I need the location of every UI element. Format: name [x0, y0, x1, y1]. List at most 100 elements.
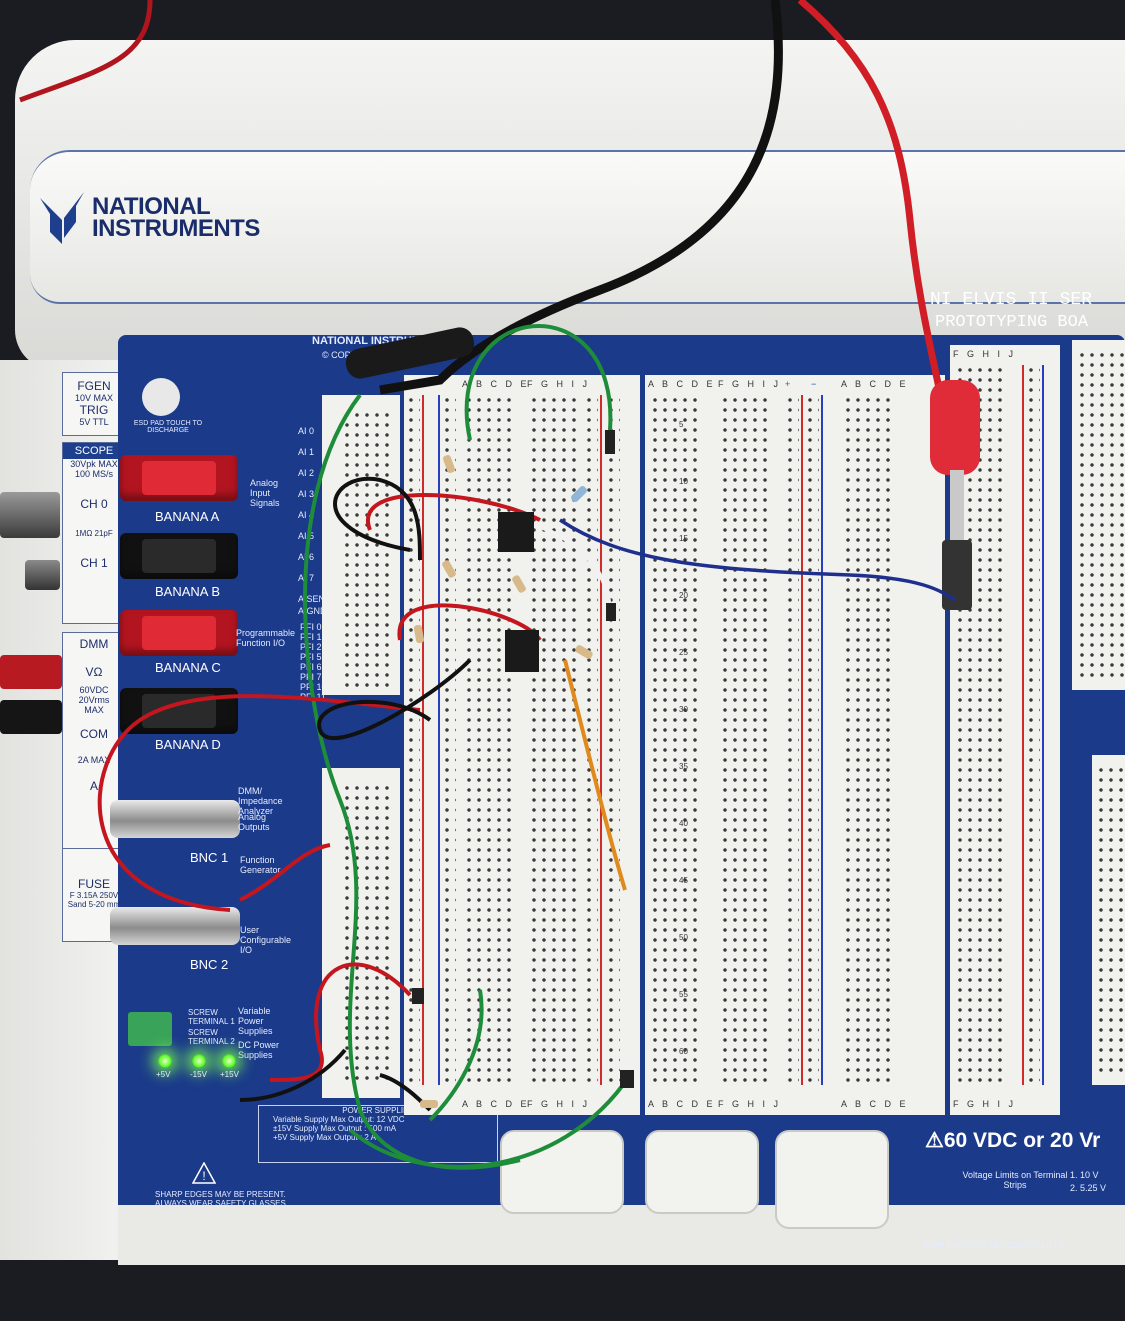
row-number: 50 — [679, 933, 688, 942]
row-number: 45 — [679, 876, 688, 885]
com-label: COM — [80, 727, 108, 741]
scope-label: SCOPE — [63, 443, 125, 459]
amp-label: A — [89, 779, 98, 793]
trig-spec: 5V TTL — [79, 417, 109, 427]
banana-d-jack[interactable] — [120, 688, 238, 734]
limit1-label: 1. 10 V — [1070, 1170, 1099, 1180]
breadboard-middle[interactable]: A B C D E F G H I J A B C D E A B C D E … — [645, 375, 945, 1115]
patents-label: FOR PATENTS:NI.COM/PATENTS — [925, 1240, 1065, 1250]
scope-spec2: 100 MS/s — [74, 469, 114, 479]
bnc2-label: BNC 2 — [190, 957, 229, 972]
function-generator-label: Function Generator — [240, 855, 281, 875]
variable-power-label: Variable Power Supplies — [238, 1006, 273, 1036]
analog-input-label: Analog Input Signals — [250, 478, 280, 508]
banana-c-label: BANANA C — [155, 660, 221, 675]
breadboard-far-right-lower[interactable] — [1092, 755, 1125, 1085]
col-header-fghij: F G H I J — [953, 349, 1016, 359]
row-number: 35 — [679, 762, 688, 771]
dmm-black-lead — [0, 700, 62, 734]
dmm-vohm: VΩ — [85, 665, 103, 679]
warning-triangle-icon: ! — [191, 1161, 217, 1189]
dmm-label: DMM — [79, 637, 109, 651]
high-voltage-warning: ⚠60 VDC or 20 Vr — [925, 1128, 1100, 1153]
programmable-io-label: Programmable Function I/O — [236, 628, 296, 648]
banana-a-jack[interactable] — [120, 455, 238, 501]
row-number: 10 — [679, 477, 688, 486]
led-label: +15V — [220, 1070, 239, 1079]
ch1-label: CH 1 — [80, 556, 108, 570]
banana-c-jack[interactable] — [120, 610, 238, 656]
user-configurable-label: User Configurable I/O — [240, 925, 292, 955]
col-header-abcde: A B C D E — [462, 379, 530, 389]
minus-rail-label: − — [811, 379, 820, 389]
ch0-label: CH 0 — [80, 497, 108, 511]
board-base — [118, 1205, 1125, 1265]
col-header-fghij: F G H I J — [718, 379, 781, 389]
sharp-edges-warning: SHARP EDGES MAY BE PRESENT. ALWAYS WEAR … — [155, 1190, 289, 1208]
esd-pad[interactable] — [142, 378, 180, 416]
plus-rail-label: + — [785, 379, 794, 389]
banana-b-jack[interactable] — [120, 533, 238, 579]
logo-line1: NATIONAL — [92, 193, 211, 220]
board-copyright: © COPYRIGHT 2008 — [322, 350, 407, 360]
plus-rail-label: + — [408, 379, 417, 389]
col-header-abcde-bottom: A B C D E — [841, 1099, 909, 1109]
banana-d-label: BANANA D — [155, 737, 221, 752]
breadboard-far-right-upper[interactable] — [1072, 340, 1125, 690]
power-line3: +5V Supply Max Output : 2 A — [273, 1133, 376, 1142]
col-header-abcde-bottom: A B C D E — [648, 1099, 716, 1109]
bnc2-connector[interactable] — [110, 907, 240, 945]
board-mounting-slot — [775, 1130, 889, 1229]
voltage-limits-label: Voltage Limits on Terminal Strips — [962, 1170, 1068, 1190]
banana-a-label: BANANA A — [155, 509, 220, 524]
fgen-label: FGEN — [77, 379, 111, 393]
board-mounting-slot — [500, 1130, 624, 1214]
fgen-spec: 10V MAX — [74, 393, 114, 403]
scope-probe-ch0 — [0, 492, 60, 538]
col-header-fghij-bottom: F G H I J — [953, 1099, 1016, 1109]
svg-text:!: ! — [202, 1169, 205, 1183]
screw-terminal-block[interactable] — [128, 1012, 172, 1046]
screw-terminal-2-label: SCREW TERMINAL 2 — [188, 1028, 235, 1046]
prototyping-title: PROTOTYPING BOA — [935, 313, 1089, 332]
led-pos15v-indicator — [222, 1054, 236, 1068]
led-neg15v-indicator — [192, 1054, 206, 1068]
impedance-label: 1MΩ 21pF — [75, 529, 113, 538]
bnc1-connector[interactable] — [110, 800, 240, 838]
bnc1-label: BNC 1 — [190, 850, 229, 865]
board-mounting-slot — [645, 1130, 759, 1214]
terminal-strip-lower — [322, 768, 400, 1098]
row-number: 15 — [679, 534, 688, 543]
col-header-fghij-bottom: F G H I J — [527, 1099, 590, 1109]
logo-line2: INSTRUMENTS — [92, 215, 260, 242]
scope-spec1: 30Vpk MAX — [70, 459, 118, 469]
minus-rail-label: − — [434, 379, 443, 389]
breadboard-main[interactable]: A B C D E F G H I J A B C D E F G H I J … — [404, 375, 640, 1115]
fgen-trig-panel: FGEN 10V MAX TRIG 5V TTL — [62, 372, 126, 436]
dmm-spec: 60VDC 20Vrms MAX — [78, 685, 110, 715]
led-label: -15V — [190, 1070, 207, 1079]
row-number: 40 — [679, 819, 688, 828]
warning-icon: ⚠ — [925, 1129, 944, 1152]
fuse-spec: F 3.15A 250V Sand 5-20 mm — [67, 891, 121, 909]
high-voltage-text: 60 VDC or 20 Vr — [943, 1129, 1101, 1152]
power-line2: ±15V Supply Max Output : 500 mA — [273, 1124, 397, 1133]
row-number: 5 — [679, 420, 684, 429]
row-number: 20 — [679, 591, 688, 600]
ni-eagle-icon — [40, 192, 84, 244]
row-number: 55 — [679, 990, 688, 999]
row-number: 30 — [679, 705, 688, 714]
analog-outputs-label: Analog Outputs — [238, 812, 270, 832]
ni-logo: NATIONAL INSTRUMENTS — [40, 192, 260, 244]
scope-panel: SCOPE 30Vpk MAX 100 MS/s CH 0 1MΩ 21pF C… — [62, 442, 126, 624]
amp-max-label: 2A MAX — [77, 755, 111, 765]
board-ni-logo: NATIONAL INSTRUMENTS — [312, 335, 451, 347]
col-header-abcde-bottom: A B C D E — [462, 1099, 530, 1109]
row-number: 60 — [679, 1047, 688, 1056]
breadboard-right[interactable]: F G H I J F G H I J — [950, 345, 1060, 1115]
col-header-abcde: A B C D E — [648, 379, 716, 389]
dmm-red-lead — [0, 655, 62, 689]
esd-pad-label: ESD PAD TOUCH TO DISCHARGE — [133, 420, 203, 434]
trig-label: TRIG — [79, 403, 109, 417]
terminal-strip-upper — [322, 395, 400, 695]
